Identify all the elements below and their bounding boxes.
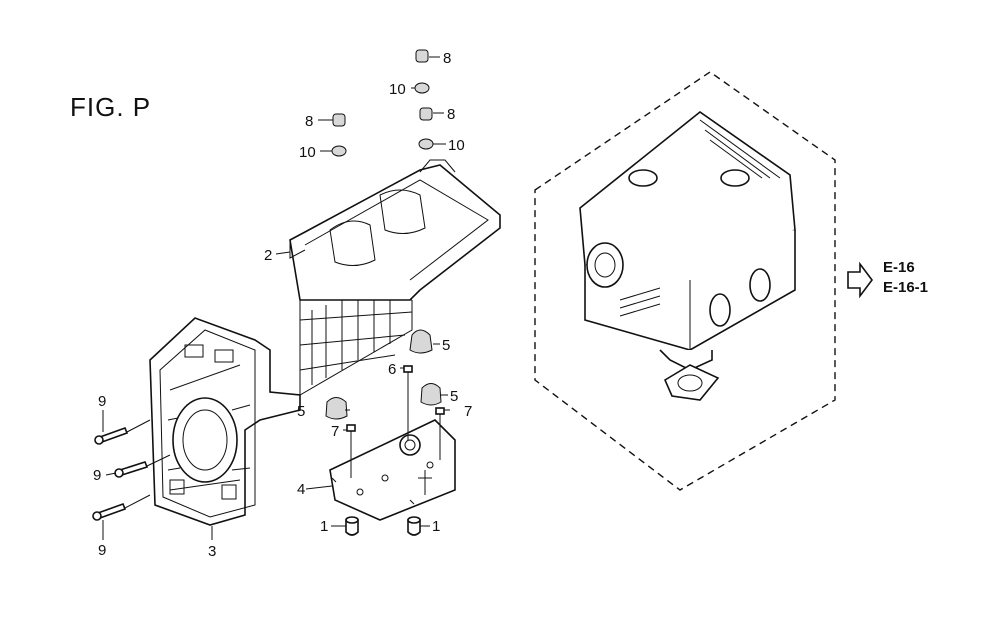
callout-1: 1: [320, 518, 328, 535]
figure-title: FIG. P: [70, 92, 152, 122]
callout-5: 5: [442, 337, 450, 354]
engine-assembly-reference: [534, 71, 836, 491]
callout-6: 6: [388, 361, 396, 378]
callout-9: 9: [98, 393, 106, 410]
part-9-bolts: [92, 419, 171, 521]
part-6-7-bolts: [346, 365, 445, 495]
callout-7: 7: [331, 423, 339, 440]
part-5-mounts: [325, 329, 442, 420]
callout-1: 1: [432, 518, 440, 535]
callout-8: 8: [305, 113, 313, 130]
part-3-bracket: [149, 317, 301, 526]
part-2-frame: [289, 159, 501, 396]
callout-8: 8: [447, 106, 455, 123]
callout-3: 3: [208, 543, 216, 560]
callout-9: 9: [93, 467, 101, 484]
callout-4: 4: [297, 481, 305, 498]
part-8-10-hardware: [331, 49, 434, 157]
callout-8: 8: [443, 50, 451, 67]
callout-5: 5: [450, 388, 458, 405]
part-4-plate: [329, 419, 456, 521]
reference-label-e16-1: E-16-1: [883, 279, 928, 296]
part-1-collars: [345, 516, 421, 536]
callout-2: 2: [264, 247, 272, 264]
callout-10: 10: [448, 137, 465, 154]
callout-10: 10: [389, 81, 406, 98]
callout-9: 9: [98, 542, 106, 559]
reference-label-e16: E-16: [883, 259, 915, 276]
reference-arrow-icon: [847, 261, 873, 299]
leader-lines: [102, 56, 450, 540]
callout-7: 7: [464, 403, 472, 420]
callout-10: 10: [299, 144, 316, 161]
callout-5: 5: [297, 403, 305, 420]
